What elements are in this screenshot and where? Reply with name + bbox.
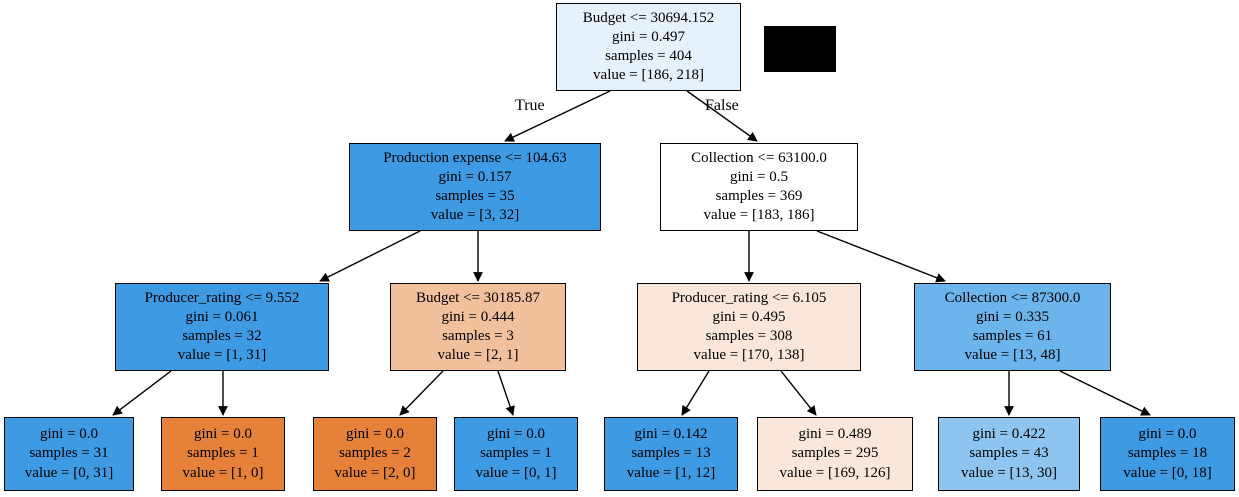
leaf-node-l6: gini = 0.422 samples = 43 value = [13, 30] xyxy=(938,417,1080,491)
leaf-node-l5: gini = 0.489 samples = 295 value = [169, 1… xyxy=(757,417,913,491)
node-text-line: samples = 31 xyxy=(29,445,109,462)
node-text-line: samples = 1 xyxy=(187,445,259,462)
node-text-line: gini = 0.0 xyxy=(345,426,405,443)
node-text-line: gini = 0.495 xyxy=(712,308,786,325)
tree-edge-n5-l5 xyxy=(780,370,817,416)
node-text-line: value = [1, 31] xyxy=(177,347,267,364)
node-text-line: value = [0, 1] xyxy=(475,464,557,481)
node-text-line: samples = 295 xyxy=(791,445,879,462)
tree-edge-n0-n1 xyxy=(504,90,611,142)
node-text-line: gini = 0.497 xyxy=(611,28,686,45)
decision-node-n3: Producer_rating <= 9.552 gini = 0.061 samp… xyxy=(115,283,329,371)
node-text-line: gini = 0.061 xyxy=(185,308,259,325)
tree-edge-n1-n3 xyxy=(319,230,421,282)
decision-node-n6: Collection <= 87300.0 gini = 0.335 samples… xyxy=(914,283,1111,371)
node-text-line: samples = 3 xyxy=(442,328,514,344)
node-text-line: value = [183, 186] xyxy=(703,207,815,224)
tree-edge-n4-l2 xyxy=(399,370,444,416)
node-text-line: gini = 0.157 xyxy=(438,168,512,185)
tree-edge-n6-l7 xyxy=(1059,370,1151,416)
node-text-line: Producer_rating <= 6.105 xyxy=(671,289,827,306)
node-text-line: Collection <= 63100.0 xyxy=(691,149,827,166)
node-text-line: gini = 0.0 xyxy=(486,426,546,443)
node-text-line: value = [2, 1] xyxy=(437,347,519,364)
node-text-line: Budget <= 30185.87 xyxy=(416,289,540,306)
node-text-line: value = [186, 218] xyxy=(593,67,704,84)
node-text-line: value = [3, 32] xyxy=(430,207,520,224)
node-text-line: value = [2, 0] xyxy=(334,464,416,481)
node-text-line: gini = 0.444 xyxy=(441,308,515,325)
node-text-line: gini = 0.0 xyxy=(193,426,253,443)
node-text-line: value = [13, 48] xyxy=(964,347,1061,364)
leaf-node-l4: gini = 0.142 samples = 13 value = [1, 12] xyxy=(604,417,738,491)
node-text-line: samples = 13 xyxy=(631,445,711,462)
node-text-line: samples = 2 xyxy=(339,445,411,462)
node-text-line: gini = 0.0 xyxy=(39,426,99,443)
decision-node-n1: Production expense <= 104.63 gini = 0.157… xyxy=(349,143,601,231)
node-text-line: samples = 61 xyxy=(972,328,1053,344)
node-text-line: samples = 404 xyxy=(605,48,692,64)
decision-node-n2: Collection <= 63100.0 gini = 0.5 samples =… xyxy=(660,143,858,231)
leaf-node-l0: gini = 0.0 samples = 31 value = [0, 31] xyxy=(4,417,134,491)
node-text-line: gini = 0.489 xyxy=(798,426,872,443)
node-text-line: Producer_rating <= 9.552 xyxy=(144,289,300,306)
node-text-line: samples = 369 xyxy=(715,188,803,204)
tree-edge-n0-n2 xyxy=(686,90,758,142)
node-text-line: value = [169, 126] xyxy=(779,464,891,481)
tree-edge-n3-l0 xyxy=(112,370,172,416)
node-text-line: value = [0, 18] xyxy=(1123,464,1212,481)
node-text-line: samples = 43 xyxy=(969,445,1049,462)
black-occluder-rectangle xyxy=(764,26,836,72)
node-text-line: samples = 35 xyxy=(435,188,515,204)
node-text-line: gini = 0.142 xyxy=(634,426,708,443)
node-text-line: samples = 308 xyxy=(705,328,793,344)
node-text-line: gini = 0.335 xyxy=(975,308,1050,325)
tree-edge-n5-l4 xyxy=(681,370,710,416)
node-text-line: value = [1, 0] xyxy=(182,464,264,481)
node-text-line: gini = 0.422 xyxy=(972,426,1046,443)
node-text-line: samples = 32 xyxy=(182,328,262,344)
leaf-node-l7: gini = 0.0 samples = 18 value = [0, 18] xyxy=(1100,417,1235,491)
tree-edge-n4-l3 xyxy=(497,370,515,416)
node-text-line: Collection <= 87300.0 xyxy=(944,289,1081,306)
leaf-node-l1: gini = 0.0 samples = 1 value = [1, 0] xyxy=(161,417,285,491)
tree-edge-n2-n6 xyxy=(816,230,946,283)
decision-node-n0: Budget <= 30694.152 gini = 0.497 samples =… xyxy=(556,3,741,91)
node-text-line: value = [170, 138] xyxy=(693,347,805,364)
leaf-node-l3: gini = 0.0 samples = 1 value = [0, 1] xyxy=(454,417,578,491)
node-text-line: Production expense <= 104.63 xyxy=(383,149,567,166)
node-text-line: samples = 18 xyxy=(1127,445,1208,462)
leaf-node-l2: gini = 0.0 samples = 2 value = [2, 0] xyxy=(313,417,437,491)
decision-node-n5: Producer_rating <= 6.105 gini = 0.495 samp… xyxy=(637,283,861,371)
node-text-line: value = [1, 12] xyxy=(626,464,716,481)
decision-node-n4: Budget <= 30185.87 gini = 0.444 samples = … xyxy=(390,283,566,371)
node-text-line: value = [13, 30] xyxy=(961,464,1057,481)
node-text-line: Budget <= 30694.152 xyxy=(582,9,715,26)
node-text-line: gini = 0.5 xyxy=(729,168,789,185)
node-text-line: value = [0, 31] xyxy=(24,464,114,481)
edge-label-false: False xyxy=(705,97,739,114)
node-text-line: samples = 1 xyxy=(480,445,552,462)
edge-label-true: True xyxy=(515,97,545,114)
node-text-line: gini = 0.0 xyxy=(1138,426,1197,443)
